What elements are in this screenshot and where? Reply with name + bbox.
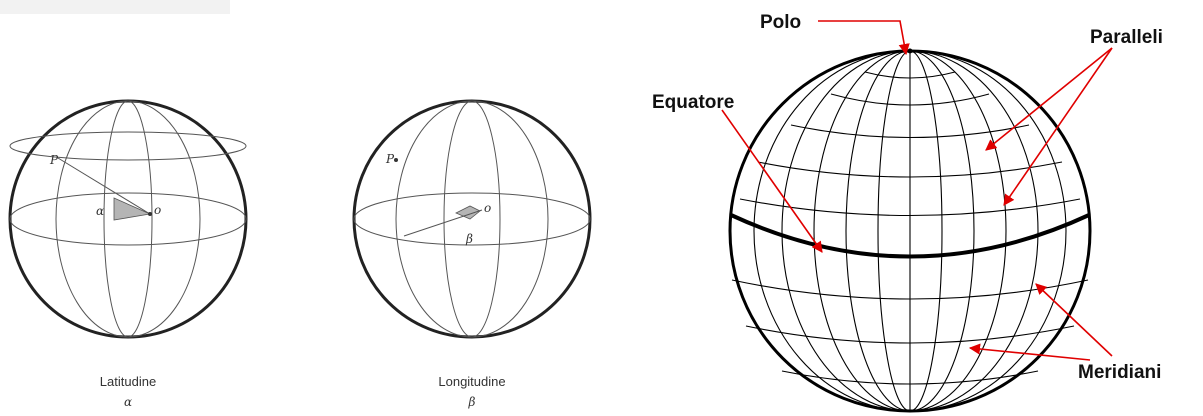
equatore-label: Equatore	[652, 92, 734, 113]
cropped-header	[0, 0, 230, 14]
latitude-angle-label: α	[96, 204, 104, 218]
globe	[730, 49, 1090, 412]
meridiani-label: Meridiani	[1078, 362, 1161, 383]
longitude-point	[394, 158, 398, 162]
longitude-center-label: o	[484, 201, 491, 215]
longitude-sphere: P o β Longitudine β	[354, 101, 590, 409]
latitude-center-label: o	[154, 203, 161, 217]
longitude-sphere-outline	[354, 101, 590, 337]
polo-arrow	[818, 21, 906, 54]
paralleli-label: Paralleli	[1090, 27, 1163, 48]
latitude-point-label: P	[49, 153, 59, 167]
longitude-caption: Longitudine	[438, 374, 505, 389]
latitude-caption: Latitudine	[100, 374, 156, 389]
longitude-caption-symbol: β	[468, 395, 476, 409]
globe-pole	[908, 49, 913, 54]
polo-label: Polo	[760, 12, 801, 33]
longitude-angle-label: β	[465, 232, 473, 246]
latitude-sphere: P o α Latitudine α	[10, 101, 246, 409]
longitude-point-label: P	[385, 152, 395, 166]
latitude-center-point	[148, 212, 152, 216]
latitude-caption-symbol: α	[124, 395, 132, 409]
